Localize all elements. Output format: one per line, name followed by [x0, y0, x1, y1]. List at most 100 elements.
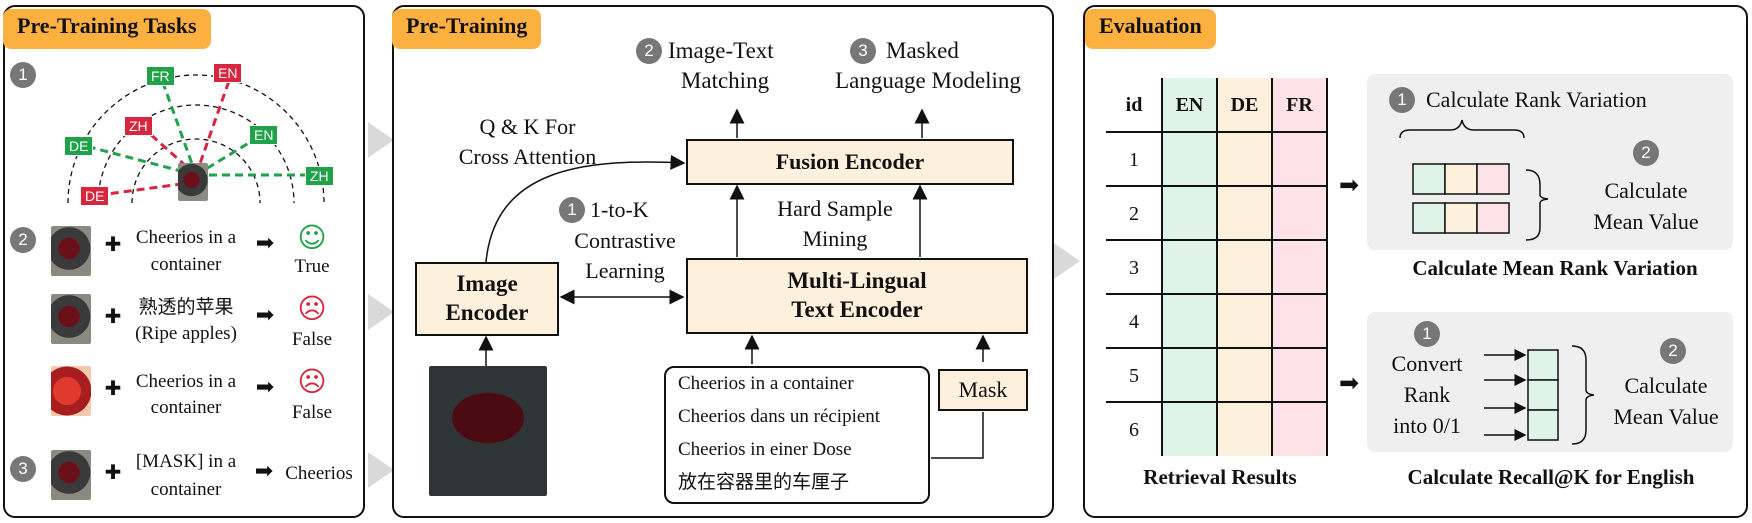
lang-de-bottom-label: DE: [80, 186, 110, 206]
step-3-badge: 3: [850, 38, 876, 64]
row4-arrow-icon: ➡: [254, 459, 274, 484]
lang-fr-label: FR: [146, 66, 175, 86]
retrieval-results-caption: Retrieval Results: [1143, 465, 1297, 489]
header-de: DE: [1230, 94, 1259, 116]
lang-en-top-label: EN: [213, 63, 243, 83]
mask-label: Mask: [958, 377, 1008, 402]
row3-caption-line1: Cheerios in a: [135, 371, 237, 392]
arrow-right-icon: ➡: [1338, 369, 1360, 397]
qk-label-line1: Q & K For: [479, 114, 576, 139]
caption-en: Cheerios in a container: [678, 373, 854, 394]
step-2-badge: 2: [636, 38, 662, 64]
row-id: 5: [1129, 365, 1139, 387]
row2-caption-line2: (Ripe apples): [135, 323, 237, 344]
recall-mean-line1: Calculate: [1624, 373, 1708, 398]
row-id: 1: [1129, 149, 1139, 171]
cherry-image-row1: [51, 226, 91, 276]
cherry-image-center: [178, 163, 208, 201]
row-id: 4: [1129, 311, 1139, 333]
step-1-badge: 1: [10, 62, 36, 88]
hard-sample-line2: Mining: [802, 226, 868, 251]
text-encoder-line1: Multi-Lingual: [787, 268, 927, 294]
pretraining-tag: Pre-Training: [392, 9, 542, 49]
step-2-badge: 2: [1633, 140, 1659, 166]
step-1-badge: 1: [1389, 87, 1415, 113]
lang-de-left-label: DE: [64, 136, 94, 156]
arrow-right-icon: ➡: [1338, 171, 1360, 199]
cherry-bowl-image: [429, 366, 547, 496]
rank-mean-line2: Mean Value: [1593, 209, 1699, 234]
step-3-badge: 3: [10, 456, 36, 482]
convert-line2: Rank: [1403, 382, 1451, 407]
text-encoder-line2: Text Encoder: [791, 297, 923, 322]
recall-mean-line2: Mean Value: [1613, 404, 1719, 429]
row4-result: Cheerios: [285, 463, 353, 484]
qk-label-line2: Cross Attention: [458, 144, 597, 169]
row-id: 6: [1129, 419, 1139, 441]
chevron-arrow-icon: [368, 122, 394, 158]
apple-image-row3: [51, 366, 91, 416]
cherry-image-row4: [51, 450, 91, 500]
mask-box: Mask: [938, 369, 1028, 411]
rank-mean-line1: Calculate: [1604, 178, 1688, 203]
caption-zh: 放在容器里的车厘子: [678, 471, 850, 493]
caption-list-box: Cheerios in a container Cheerios dans un…: [664, 366, 930, 504]
image-encoder-line2: Encoder: [445, 300, 529, 325]
lang-en-right-label: EN: [249, 125, 279, 145]
image-encoder-box: Image Encoder: [415, 262, 559, 336]
mlm-label-line1: Masked: [886, 38, 959, 63]
retrieval-table: id EN DE FR 1 2 3 4 5 6: [1106, 78, 1328, 456]
evaluation-tag: Evaluation: [1085, 9, 1216, 49]
row4-caption-line1: [MASK] in a: [135, 451, 237, 472]
lang-zh-top-label: ZH: [124, 116, 153, 136]
step-1-badge: 1: [1414, 321, 1440, 347]
row3-arrow-icon: ➡: [255, 375, 275, 400]
row2-arrow-icon: ➡: [255, 303, 275, 328]
row3-result: False: [291, 402, 333, 423]
row2-frown-icon: ☹: [297, 292, 327, 325]
plus-icon: ✚: [104, 234, 122, 256]
row2-caption-line1: 熟透的苹果: [138, 296, 234, 318]
cherry-image-row2: [51, 294, 91, 344]
caption-fr: Cheerios dans un récipient: [678, 406, 881, 427]
contrastive-line1: 1-to-K: [590, 197, 649, 222]
chevron-arrow-icon: [368, 452, 394, 488]
step-1-badge: 1: [559, 197, 585, 223]
itm-label-line1: Image-Text: [668, 38, 774, 63]
row1-arrow-icon: ➡: [255, 231, 275, 256]
convert-line1: Convert: [1391, 351, 1463, 376]
table-grid-lines: [1106, 78, 1328, 456]
itm-label-line2: Matching: [680, 68, 770, 93]
row1-result: True: [294, 256, 330, 277]
row3-frown-icon: ☹: [297, 365, 327, 398]
convert-line3: into 0/1: [1393, 413, 1461, 438]
contrastive-line3: Learning: [585, 258, 665, 283]
de-column: [1217, 78, 1272, 456]
mlm-label-line2: Language Modeling: [835, 68, 1021, 93]
row1-smile-icon: ☺: [297, 221, 327, 254]
text-encoder-box: Multi-Lingual Text Encoder: [686, 258, 1028, 334]
row2-result: False: [291, 329, 333, 350]
header-en: EN: [1175, 94, 1204, 116]
caption-de: Cheerios in einer Dose: [678, 439, 852, 460]
contrastive-line2: Contrastive: [574, 228, 676, 253]
row-id: 2: [1129, 203, 1139, 225]
row1-caption-line2: container: [150, 254, 222, 275]
step-2-badge: 2: [10, 227, 36, 253]
header-fr: FR: [1286, 94, 1313, 116]
lang-zh-right-label: ZH: [305, 166, 334, 186]
fusion-encoder-label: Fusion Encoder: [775, 149, 925, 174]
fr-column: [1272, 78, 1327, 456]
row-id: 3: [1129, 257, 1139, 279]
mean-rank-variation-caption: Calculate Mean Rank Variation: [1412, 256, 1698, 280]
rank-variation-title: Calculate Rank Variation: [1426, 87, 1647, 112]
plus-icon: ✚: [104, 462, 122, 484]
row3-caption-line2: container: [150, 397, 222, 418]
recall-caption: Calculate Recall@K for English: [1407, 465, 1695, 489]
chevron-arrow-icon: [368, 294, 394, 330]
row1-caption-line1: Cheerios in a: [135, 227, 237, 248]
image-encoder-line1: Image: [456, 271, 518, 297]
